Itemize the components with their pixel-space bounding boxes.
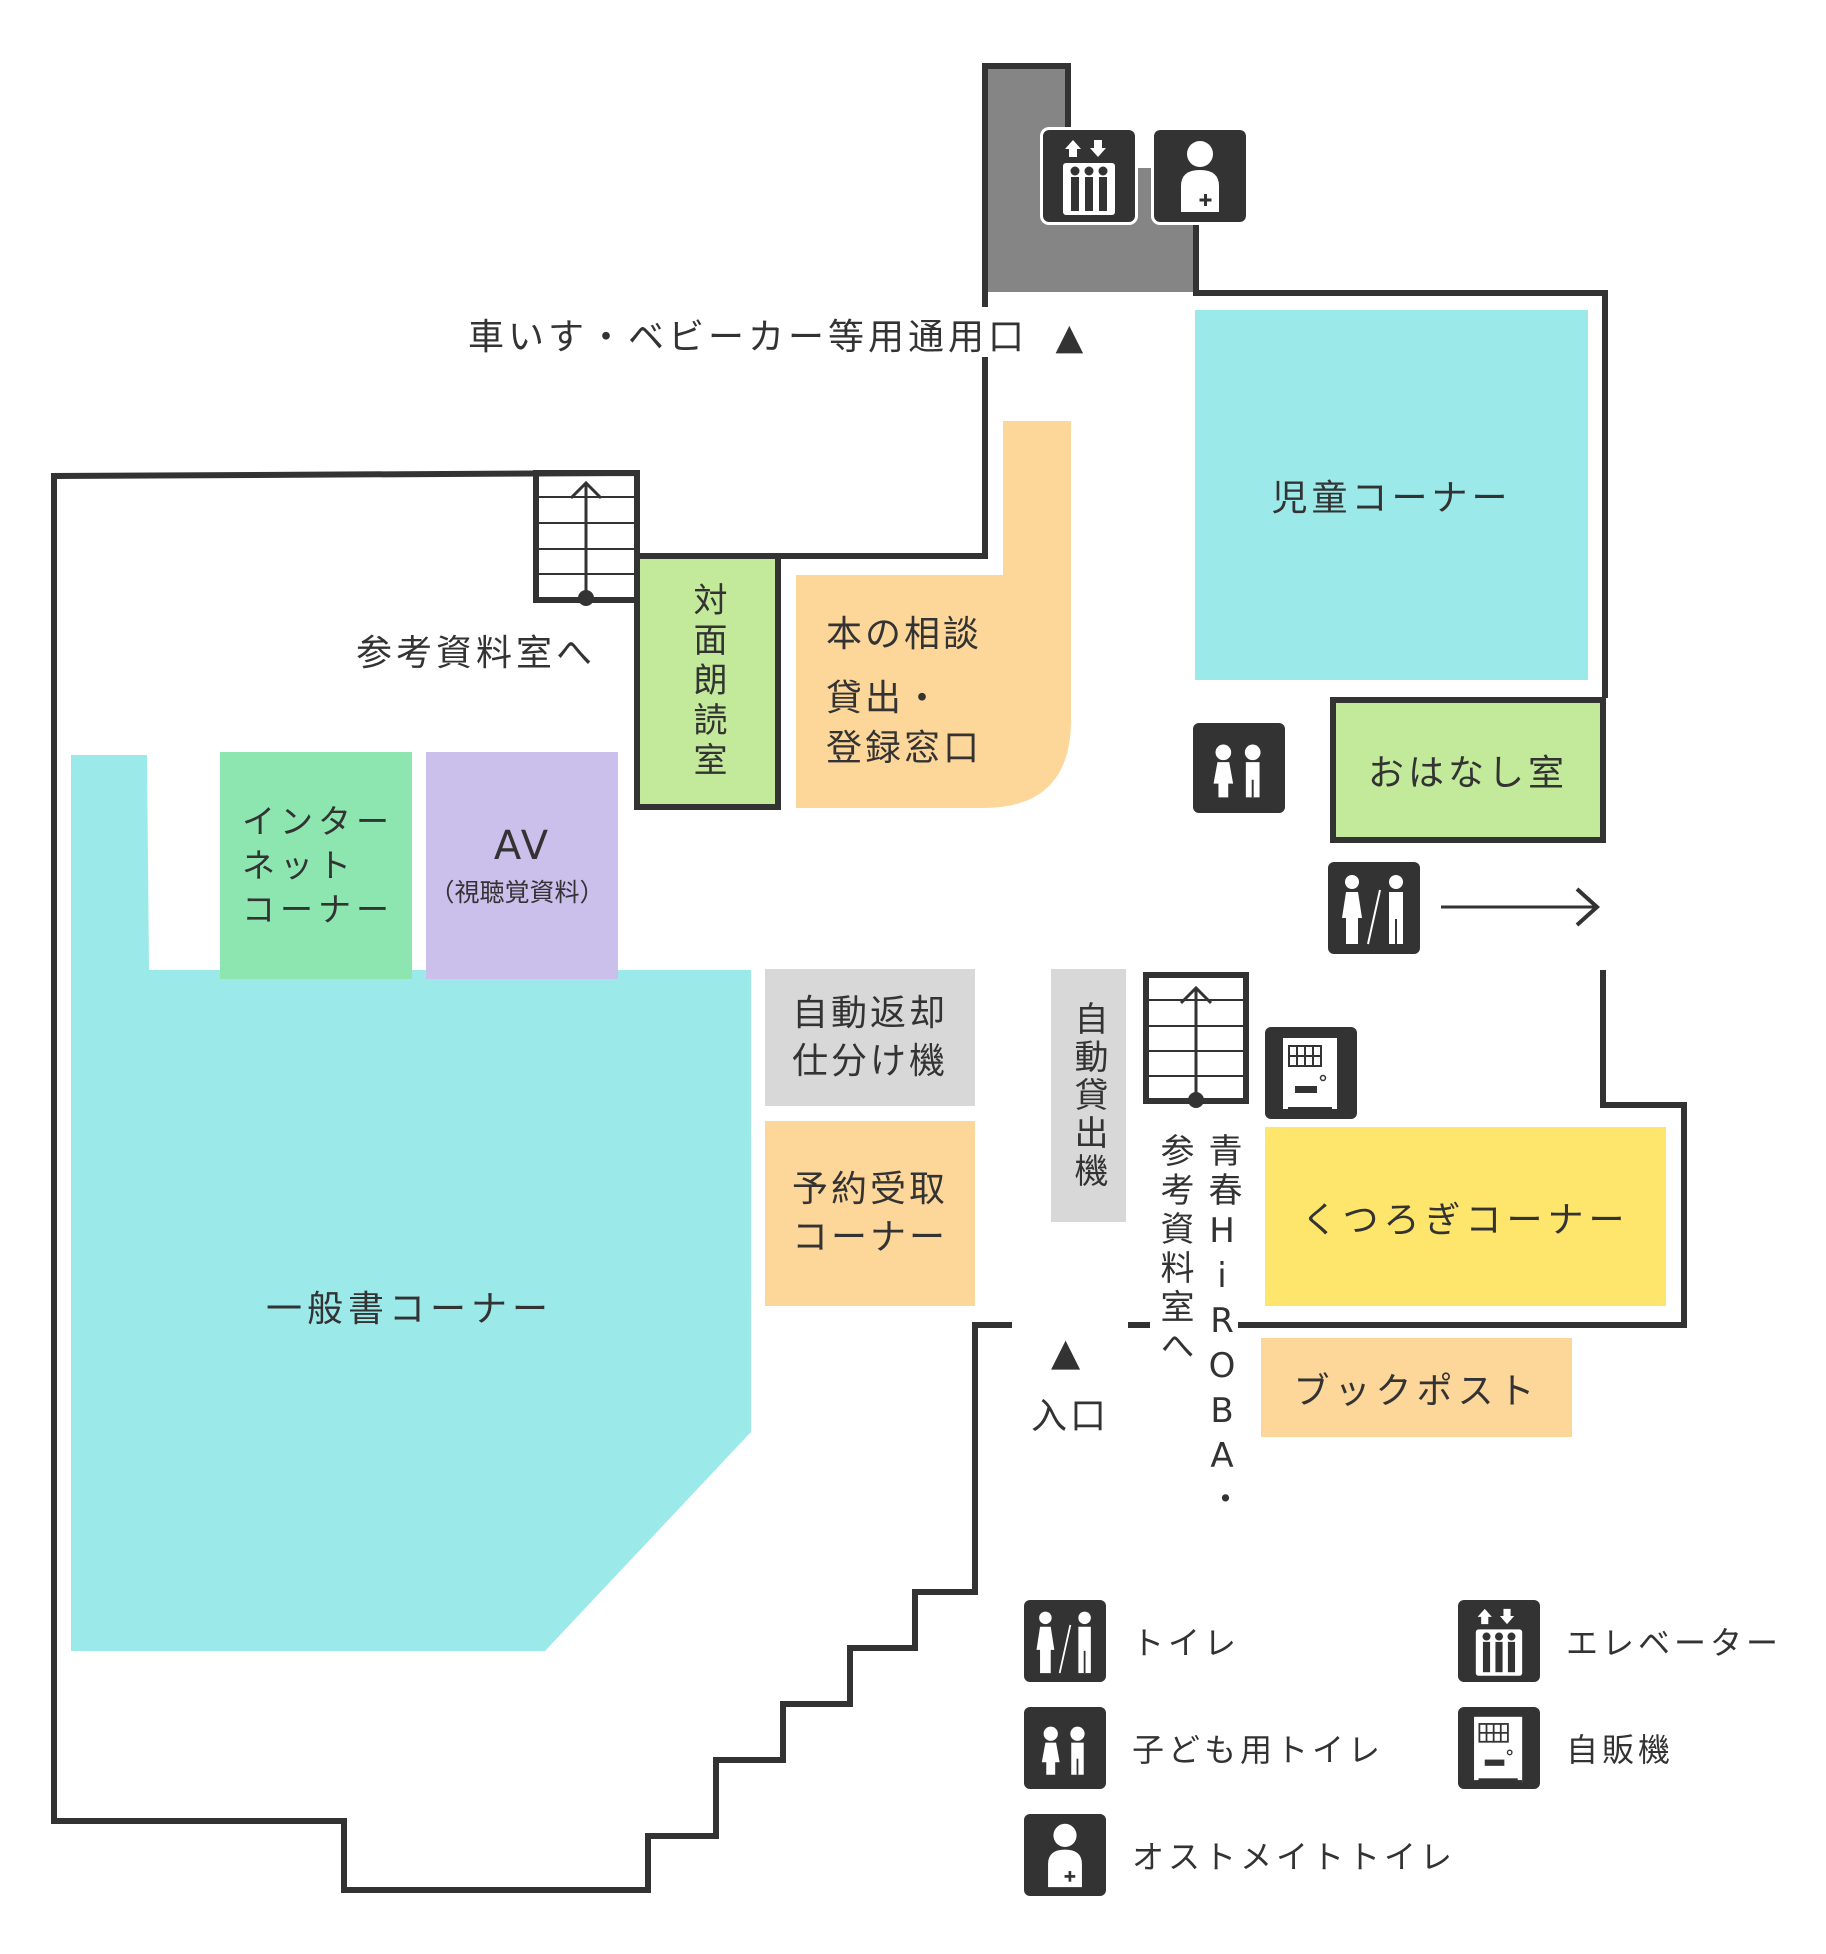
ostomate-restroom-icon — [1151, 127, 1249, 225]
legend-vending-machine-label: 自販機 — [1566, 1731, 1675, 1769]
children-corner: 児童コーナー — [1195, 310, 1588, 680]
ohanashi-room-label: おはなし室 — [1367, 753, 1568, 794]
legend-ostomate-restroom: オストメイトトイレ — [1024, 1814, 1456, 1896]
legend-ostomate-restroom-label: オストメイトトイレ — [1132, 1838, 1457, 1876]
consult-line1: 本の相談 — [826, 614, 983, 655]
kids-restroom-icon — [1193, 723, 1285, 813]
restroom-icon — [1024, 1600, 1106, 1682]
relax-corner: くつろぎコーナー — [1265, 1127, 1666, 1306]
internet-line3: コーナー — [242, 889, 394, 929]
reading-room: 対面朗読室 — [640, 559, 775, 804]
legend-vending-machine: 自販機 — [1458, 1707, 1674, 1789]
reservation-line1: 予約受取 — [791, 1168, 948, 1210]
legend-elevator-label: エレベーター — [1566, 1624, 1783, 1662]
auto-return-line2: 仕分け機 — [791, 1040, 948, 1082]
entrance-triangle-icon: ▲ — [1055, 317, 1088, 358]
general-corner-label: 一般書コーナー — [266, 1289, 554, 1330]
internet-line1: インター — [242, 801, 394, 841]
outer-wall-left — [51, 345, 1012, 1893]
legend-elevator: エレベーター — [1458, 1600, 1782, 1682]
internet-corner: インター ネット コーナー — [220, 752, 412, 979]
restroom-icon — [1328, 862, 1420, 954]
main-entrance-label: 入口 — [1031, 1396, 1110, 1437]
auto-lending-label: 自動貸出機 — [1068, 1000, 1108, 1191]
elevator-icon — [1458, 1600, 1540, 1682]
kids-restroom-icon — [1024, 1707, 1106, 1789]
av-corner: AV （視聴覚資料） — [426, 752, 618, 979]
legend-kids-restroom: 子ども用トイレ — [1024, 1707, 1384, 1789]
vending-machine-icon — [1265, 1027, 1357, 1119]
vending-machine-icon — [1458, 1707, 1540, 1789]
wheelchair-entrance-label: 車いす・ベビーカー等用通用口 ▲ — [468, 308, 1087, 360]
reservation-line2: コーナー — [791, 1216, 948, 1258]
to-seishun-col2: 参考資料室へ — [1154, 1133, 1194, 1367]
consult-desk-label: 本の相談 貸出・ 登録窓口 — [826, 610, 982, 774]
consult-desk-shape — [796, 421, 1071, 808]
legend-restroom-label: トイレ — [1132, 1624, 1241, 1662]
children-corner-label: 児童コーナー — [1271, 478, 1512, 519]
ostomate-restroom-icon — [1024, 1814, 1106, 1896]
consult-line2: 貸出・ — [826, 678, 944, 719]
wheelchair-entrance-text: 車いす・ベビーカー等用通用口 — [468, 317, 1029, 358]
av-title: AV — [493, 822, 551, 869]
to-seishun-col1: 青春HiROBA・ — [1202, 1133, 1242, 1520]
legend-kids-restroom-label: 子ども用トイレ — [1132, 1731, 1385, 1769]
reading-room-label: 対面朗読室 — [687, 581, 727, 782]
auto-return-machine: 自動返却 仕分け機 — [765, 969, 975, 1106]
bookpost-label: ブックポスト — [1293, 1370, 1540, 1412]
ohanashi-room: おはなし室 — [1336, 703, 1600, 837]
elevator-icon — [1040, 127, 1138, 225]
general-corner-shape — [71, 755, 751, 1651]
auto-return-line1: 自動返却 — [791, 992, 948, 1034]
bookpost: ブックポスト — [1261, 1338, 1572, 1437]
main-entrance-arrow: ▲ — [1051, 1330, 1081, 1374]
legend-restroom: トイレ — [1024, 1600, 1240, 1682]
internet-line2: ネット — [242, 845, 356, 885]
av-subtitle: （視聴覚資料） — [429, 877, 605, 907]
to-reference-room-label: 参考資料室へ — [356, 633, 597, 674]
relax-corner-label: くつろぎコーナー — [1301, 1199, 1630, 1241]
auto-lending-machine: 自動貸出機 — [1051, 969, 1126, 1222]
consult-line3: 登録窓口 — [826, 728, 983, 769]
reservation-corner: 予約受取 コーナー — [765, 1121, 975, 1306]
